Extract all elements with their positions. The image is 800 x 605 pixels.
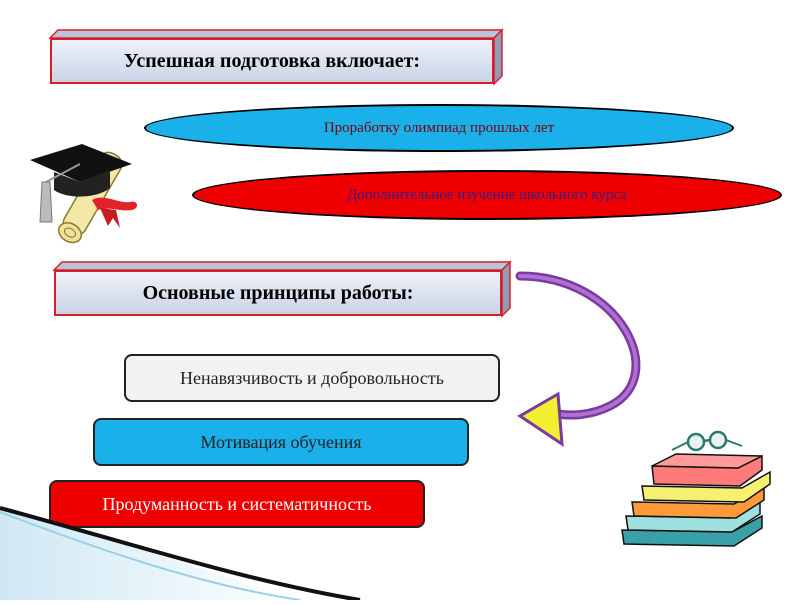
graduation-cap-diploma-icon (20, 138, 150, 246)
principle-systematic-label: Продуманность и систематичность (102, 493, 372, 514)
stack-of-books-icon (612, 420, 780, 558)
principle-voluntary: Ненавязчивость и добровольность (124, 354, 500, 402)
curved-arrow-icon (500, 266, 660, 450)
principle-systematic: Продуманность и систематичность (49, 480, 425, 528)
principle-voluntary-label: Ненавязчивость и добровольность (180, 367, 444, 388)
ellipse-extra-study-label: Дополнительное изучение школьного курса (347, 186, 627, 203)
principle-motivation: Мотивация обучения (93, 418, 469, 466)
principle-motivation-label: Мотивация обучения (200, 431, 362, 452)
header-box-principles: Основные принципы работы: (52, 260, 512, 318)
ellipse-olympiad-review: Проработку олимпиад прошлых лет (144, 104, 734, 152)
ellipse-extra-study: Дополнительное изучение школьного курса (192, 170, 782, 220)
decorative-swoosh (0, 500, 420, 602)
ellipse-olympiad-label: Проработку олимпиад прошлых лет (323, 119, 555, 136)
header-title-principles: Основные принципы работы: (54, 270, 502, 316)
header-title-success: Успешная подготовка включает: (50, 38, 494, 84)
header-box-success: Успешная подготовка включает: (48, 28, 504, 86)
